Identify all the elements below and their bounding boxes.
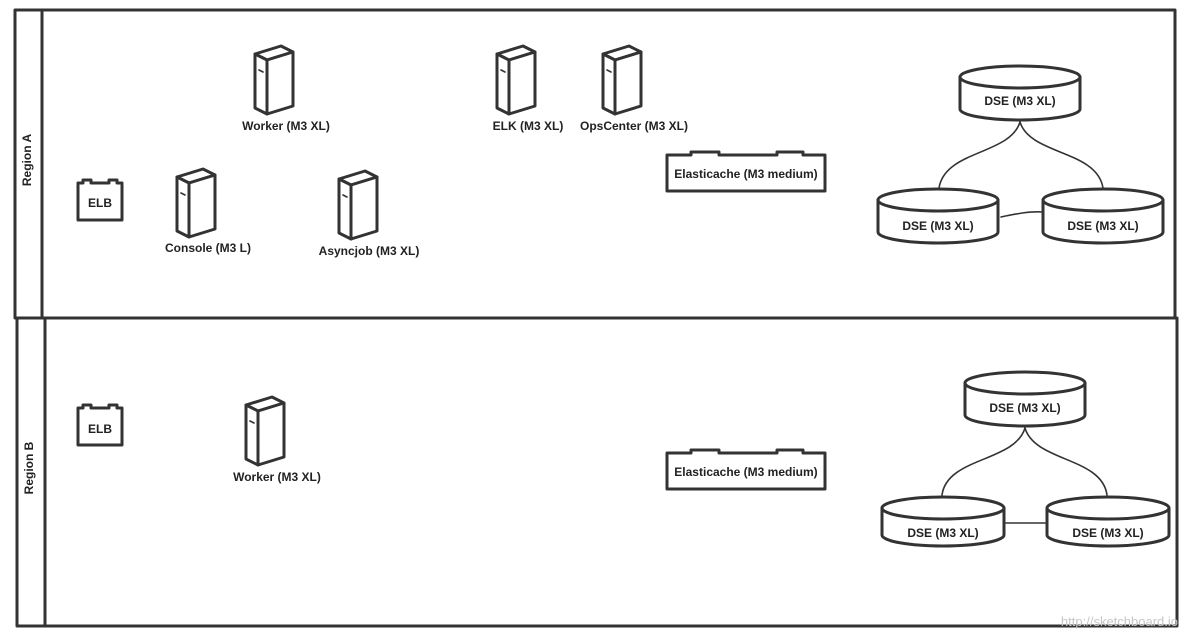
- server-box-icon: [175, 167, 217, 239]
- server-box-icon: [244, 395, 286, 467]
- elk-label: ELK (M3 XL): [493, 119, 564, 133]
- region-b-label: Region B: [22, 441, 36, 494]
- region-a-label: Region A: [20, 134, 34, 187]
- dse-left-label: DSE (M3 XL): [902, 219, 973, 233]
- dse-link-left: [941, 427, 1026, 496]
- region-a: Region A ELB Worker (M3 XL) Console (M3 …: [13, 8, 1177, 320]
- opscenter-label: OpsCenter (M3 XL): [580, 119, 688, 133]
- dse-right-label: DSE (M3 XL): [1072, 526, 1143, 540]
- elb-label: ELB: [88, 196, 112, 210]
- asyncjob-node[interactable]: Asyncjob (M3 XL): [319, 169, 420, 258]
- dse-link-right: [1024, 427, 1108, 496]
- dse-left-node[interactable]: DSE (M3 XL): [880, 495, 1006, 548]
- region-b: Region B ELB Worker (M3 XL) Elasticache …: [15, 316, 1179, 628]
- elasticache-label: Elasticache (M3 medium): [674, 465, 817, 479]
- dse-link-right: [1019, 121, 1104, 189]
- dse-right-label: DSE (M3 XL): [1067, 219, 1138, 233]
- dse-left-label: DSE (M3 XL): [907, 526, 978, 540]
- dse-top-label: DSE (M3 XL): [984, 94, 1055, 108]
- database-cylinder-icon: [876, 187, 1000, 245]
- database-cylinder-icon: [963, 370, 1087, 428]
- database-cylinder-icon: [958, 64, 1082, 122]
- server-box-icon: [253, 44, 295, 116]
- elk-node[interactable]: ELK (M3 XL): [493, 44, 564, 133]
- elb-node[interactable]: ELB: [76, 403, 124, 447]
- dse-link-left: [938, 121, 1021, 189]
- asyncjob-label: Asyncjob (M3 XL): [319, 244, 420, 258]
- server-box-icon: [337, 169, 379, 241]
- elb-node[interactable]: ELB: [76, 178, 124, 222]
- elasticache-node[interactable]: Elasticache (M3 medium): [665, 448, 827, 491]
- worker-node[interactable]: Worker (M3 XL): [242, 44, 330, 133]
- region-b-frame: [15, 316, 1179, 628]
- dse-right-node[interactable]: DSE (M3 XL): [1041, 187, 1165, 245]
- dse-left-node[interactable]: DSE (M3 XL): [876, 187, 1000, 245]
- dse-top-node[interactable]: DSE (M3 XL): [958, 64, 1082, 122]
- dse-top-label: DSE (M3 XL): [989, 401, 1060, 415]
- elasticache-node[interactable]: Elasticache (M3 medium): [665, 150, 827, 193]
- worker-label: Worker (M3 XL): [233, 470, 321, 484]
- region-a-frame: [13, 8, 1177, 320]
- server-box-icon: [495, 44, 537, 116]
- watermark: http://sketchboard.io: [1061, 614, 1178, 629]
- dse-link-peer: [1000, 211, 1044, 218]
- opscenter-node[interactable]: OpsCenter (M3 XL): [580, 44, 688, 133]
- dse-right-node[interactable]: DSE (M3 XL): [1045, 495, 1171, 548]
- console-label: Console (M3 L): [165, 241, 251, 255]
- server-box-icon: [601, 44, 643, 116]
- worker-label: Worker (M3 XL): [242, 119, 330, 133]
- elasticache-label: Elasticache (M3 medium): [674, 167, 817, 181]
- elb-label: ELB: [88, 422, 112, 436]
- database-cylinder-icon: [1041, 187, 1165, 245]
- worker-node[interactable]: Worker (M3 XL): [233, 395, 321, 484]
- console-node[interactable]: Console (M3 L): [165, 167, 251, 255]
- dse-top-node[interactable]: DSE (M3 XL): [963, 370, 1087, 428]
